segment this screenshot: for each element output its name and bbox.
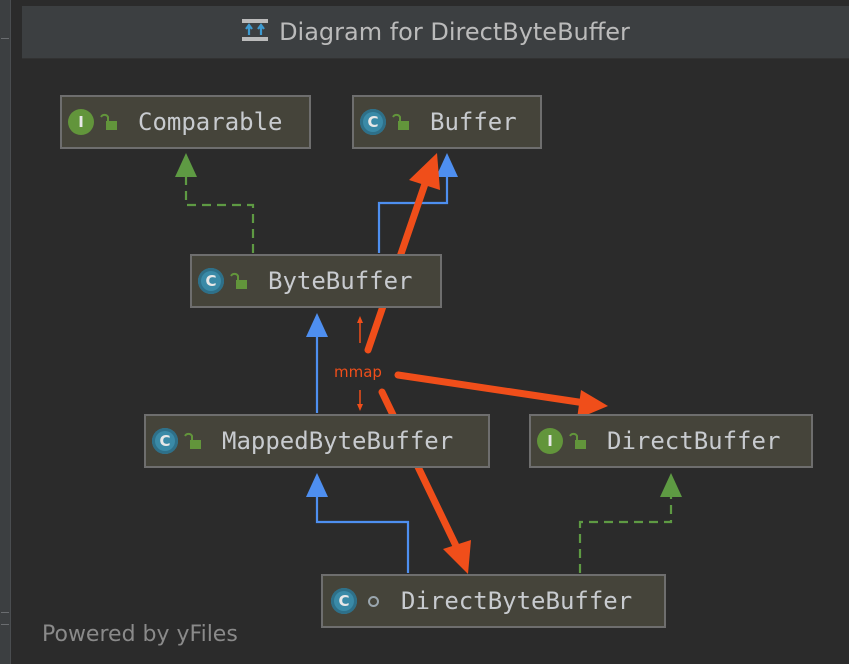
- powered-by-footer: Powered by yFiles: [42, 622, 238, 647]
- unlocked-icon: [230, 272, 247, 289]
- edge-arrowhead: [436, 153, 458, 177]
- node-buffer[interactable]: C Buffer: [352, 95, 542, 149]
- unlocked-icon: [184, 432, 201, 449]
- class-icon: C: [331, 588, 357, 614]
- diagram-icon: [241, 18, 269, 46]
- node-directbytebuffer[interactable]: C DirectByteBuffer: [321, 574, 666, 628]
- class-icon: C: [360, 109, 386, 135]
- class-icon: C: [198, 268, 224, 294]
- unlocked-icon: [569, 432, 586, 449]
- node-label: ByteBuffer: [268, 267, 413, 295]
- edge-directbytebuffer-implements-directbuffer: [578, 495, 673, 573]
- node-label: Buffer: [430, 108, 517, 136]
- interface-icon: I: [68, 109, 94, 135]
- node-bytebuffer[interactable]: C ByteBuffer: [190, 254, 442, 308]
- left-gutter: [0, 0, 11, 664]
- interface-icon: I: [537, 428, 563, 454]
- node-comparable[interactable]: I Comparable: [60, 95, 311, 149]
- edge-arrowhead: [175, 153, 197, 177]
- mmap-annotation-arrows: [357, 153, 608, 574]
- edge-arrowhead: [306, 313, 328, 337]
- diagram-title-bar: Diagram for DirectByteBuffer: [22, 6, 849, 59]
- edge-bytebuffer-implements-comparable: [184, 175, 255, 253]
- diagram-title: Diagram for DirectByteBuffer: [279, 18, 630, 46]
- edge-bytebuffer-extends-buffer: [377, 175, 449, 253]
- package-private-icon: [363, 591, 383, 611]
- node-label: Comparable: [138, 108, 283, 136]
- node-directbuffer[interactable]: I DirectBuffer: [529, 414, 813, 468]
- node-mappedbytebuffer[interactable]: C MappedByteBuffer: [144, 414, 490, 468]
- edge-directbytebuffer-extends-mappedbytebuffer: [315, 495, 410, 573]
- node-label: DirectBuffer: [607, 427, 781, 455]
- node-label: DirectByteBuffer: [401, 587, 633, 615]
- node-label: MappedByteBuffer: [222, 427, 454, 455]
- class-icon: C: [152, 428, 178, 454]
- edge-arrowhead: [306, 473, 328, 497]
- unlocked-icon: [100, 113, 117, 130]
- unlocked-icon: [392, 113, 409, 130]
- edge-arrowhead: [660, 473, 682, 497]
- mmap-annotation: mmap: [334, 363, 382, 381]
